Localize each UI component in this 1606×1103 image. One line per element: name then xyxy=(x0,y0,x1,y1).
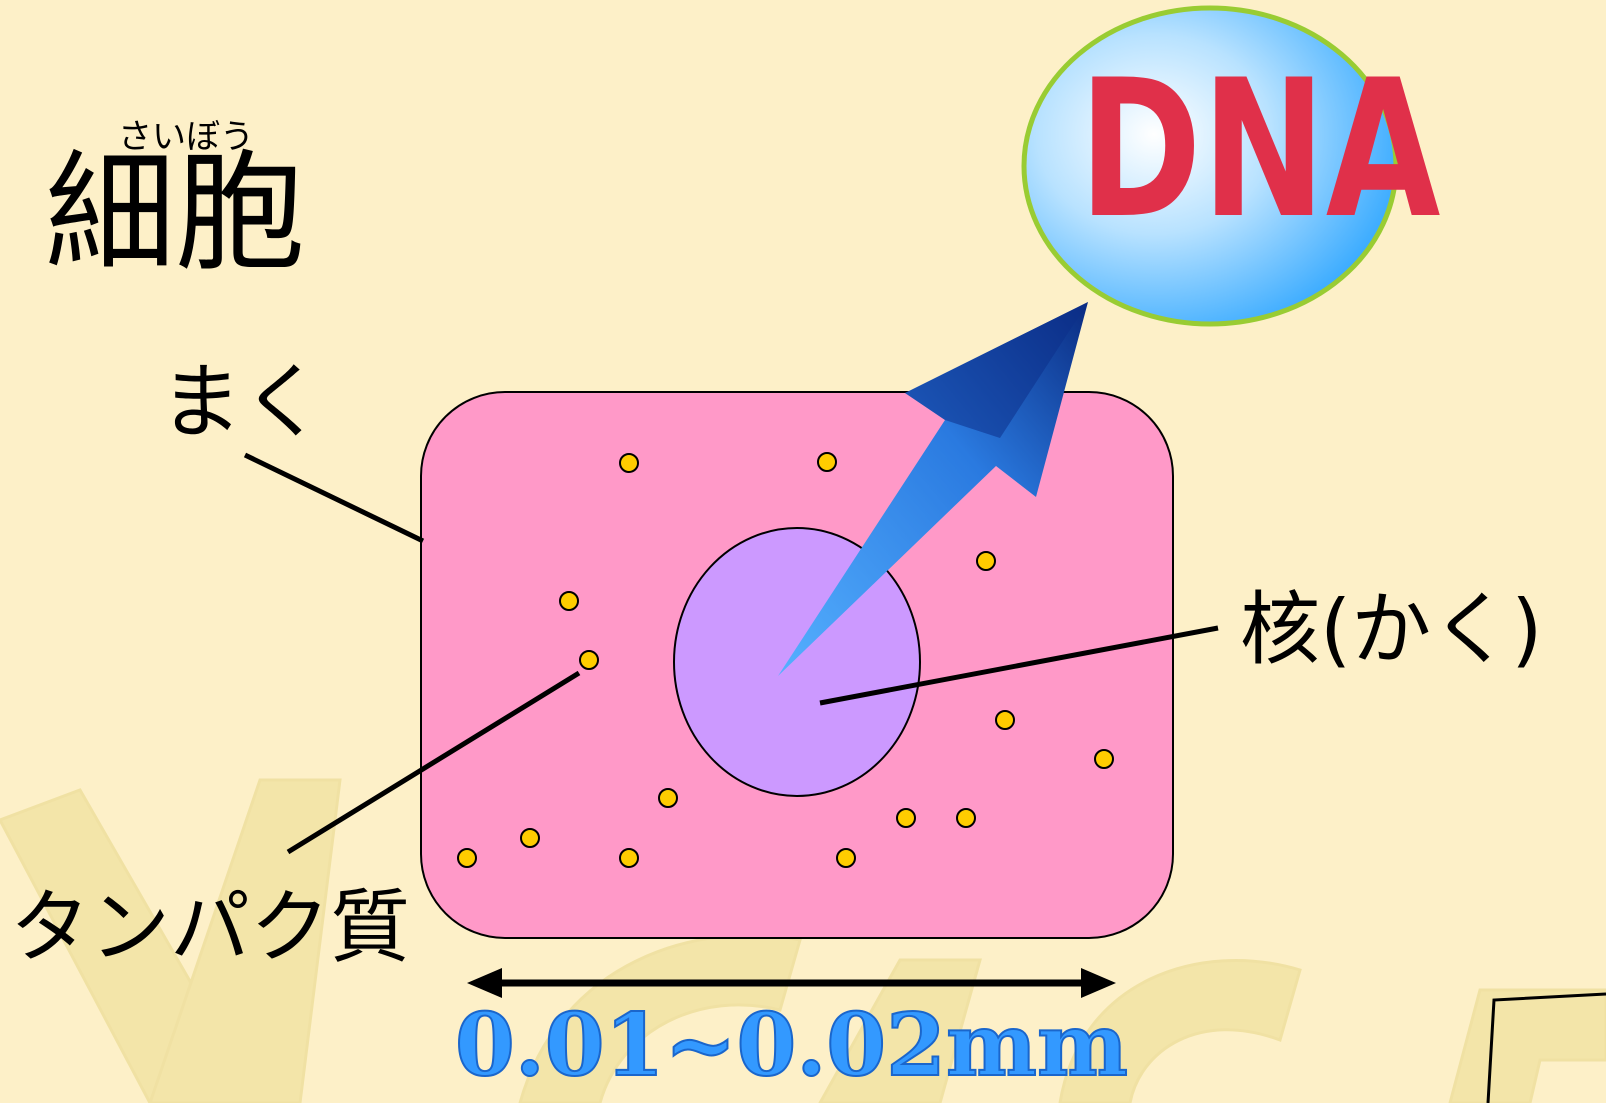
protein-dot xyxy=(836,848,856,868)
protein-dot xyxy=(579,650,599,670)
protein-dot xyxy=(817,452,837,472)
protein-dots xyxy=(457,452,1114,868)
protein-dot xyxy=(896,808,916,828)
protein-leader-line xyxy=(286,670,581,855)
nucleus-leader-line xyxy=(819,625,1219,706)
protein-dot xyxy=(559,591,579,611)
protein-dot xyxy=(956,808,976,828)
protein-dot xyxy=(457,848,477,868)
background-watermark xyxy=(0,778,1606,1103)
protein-dot xyxy=(995,710,1015,730)
membrane-label: まく xyxy=(160,355,325,450)
corner-document-outline xyxy=(1486,992,1606,1103)
dna-bubble xyxy=(1021,5,1399,327)
blue-3d-arrow-icon xyxy=(778,302,1088,676)
page-title: 細胞 xyxy=(45,137,306,289)
protein-dot xyxy=(976,551,996,571)
cell-size-label: 0.01~0.02mm xyxy=(454,995,1129,1096)
nucleus-label: 核(かく) xyxy=(1240,583,1543,676)
protein-dot xyxy=(520,828,540,848)
dna-label: DNA xyxy=(1078,39,1441,260)
protein-label: タンパク質 xyxy=(10,881,410,974)
protein-dot xyxy=(658,788,678,808)
protein-dot xyxy=(1094,749,1114,769)
double-headed-arrow-icon xyxy=(467,968,1116,998)
protein-dot xyxy=(619,453,639,473)
protein-dot xyxy=(619,848,639,868)
title-ruby: さいぼう xyxy=(118,117,254,157)
membrane-leader-line xyxy=(243,452,425,544)
